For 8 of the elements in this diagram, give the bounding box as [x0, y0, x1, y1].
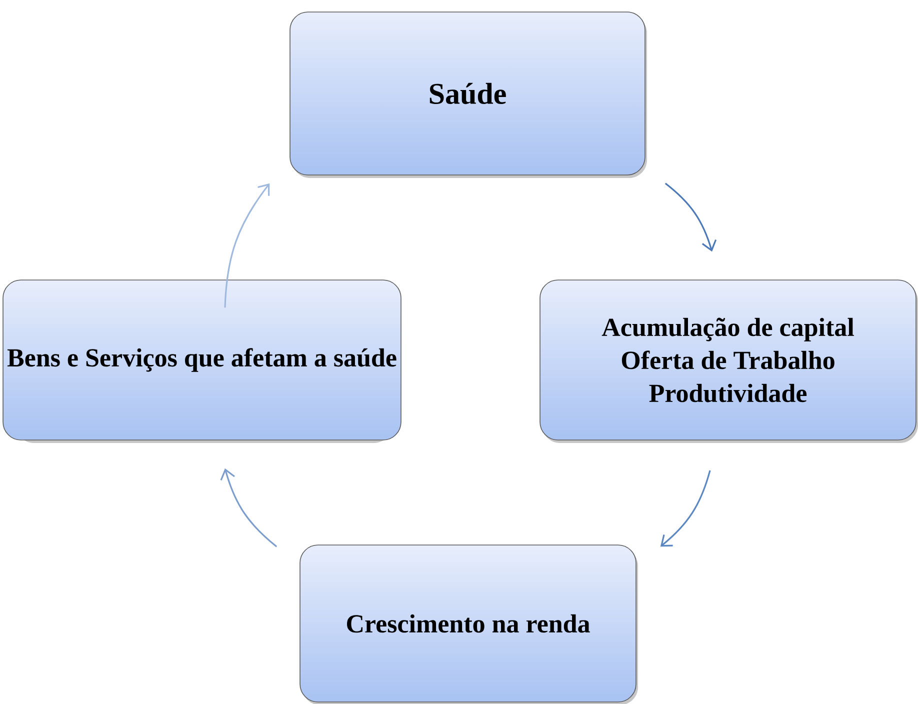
arrow [220, 468, 278, 548]
process-box: Bens e Serviços que afetam a saúde [2, 280, 402, 440]
process-box: Acumulação de capital Oferta de Trabalho Produtividade [540, 280, 916, 440]
arrow [660, 470, 711, 547]
process-box: Crescimento na renda [300, 544, 636, 702]
process-box: Saúde [290, 12, 646, 176]
arrow [224, 183, 270, 308]
arrow [664, 182, 717, 252]
